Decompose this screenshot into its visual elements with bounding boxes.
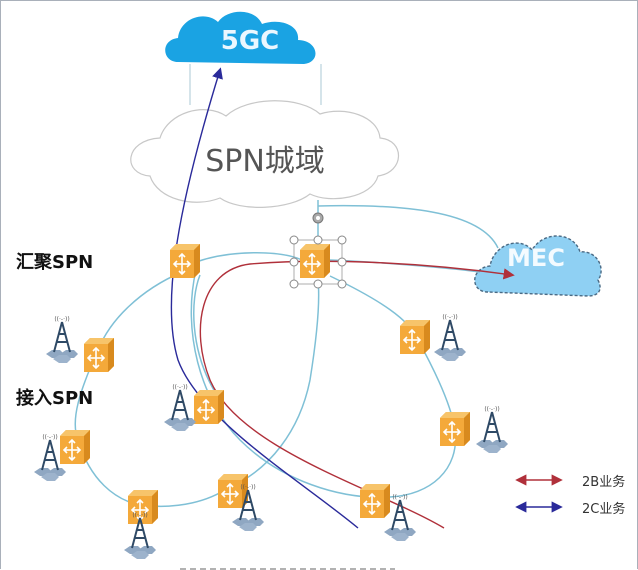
base-station-icon — [475, 405, 509, 454]
selection-handles[interactable] — [289, 212, 347, 289]
spn-node-access-2[interactable] — [193, 389, 225, 425]
spn-node-agg-left[interactable] — [169, 243, 201, 279]
edge-cloud — [474, 235, 602, 297]
edge-cloud-label: MEC — [507, 244, 565, 272]
core-cloud-label: 5GC — [220, 26, 280, 56]
base-station-icon — [163, 383, 197, 432]
spn-node-access-7[interactable] — [439, 411, 471, 447]
spn-node-access-6[interactable] — [399, 319, 431, 355]
core-cloud — [165, 11, 322, 105]
spn-node-access-3[interactable] — [59, 429, 91, 465]
base-station-icon — [433, 313, 467, 362]
spn-node-access-8[interactable] — [359, 483, 391, 519]
legend-2c-label: 2C业务 — [582, 502, 626, 517]
base-station-icon — [45, 315, 79, 364]
ring-links — [74, 200, 499, 508]
legend-2b-label: 2B业务 — [582, 475, 626, 490]
aggregation-layer-label: 汇聚SPN — [16, 252, 94, 273]
flow-2b — [199, 260, 515, 529]
spn-node-access-5[interactable] — [217, 473, 249, 509]
spn-node-agg-center[interactable] — [299, 243, 331, 279]
access-layer-label: 接入SPN — [16, 388, 94, 409]
spn-node-access-1[interactable] — [83, 337, 115, 373]
flow-2c — [170, 67, 359, 529]
metro-cloud-label: SPN城域 — [205, 144, 325, 179]
metro-cloud — [130, 100, 400, 208]
